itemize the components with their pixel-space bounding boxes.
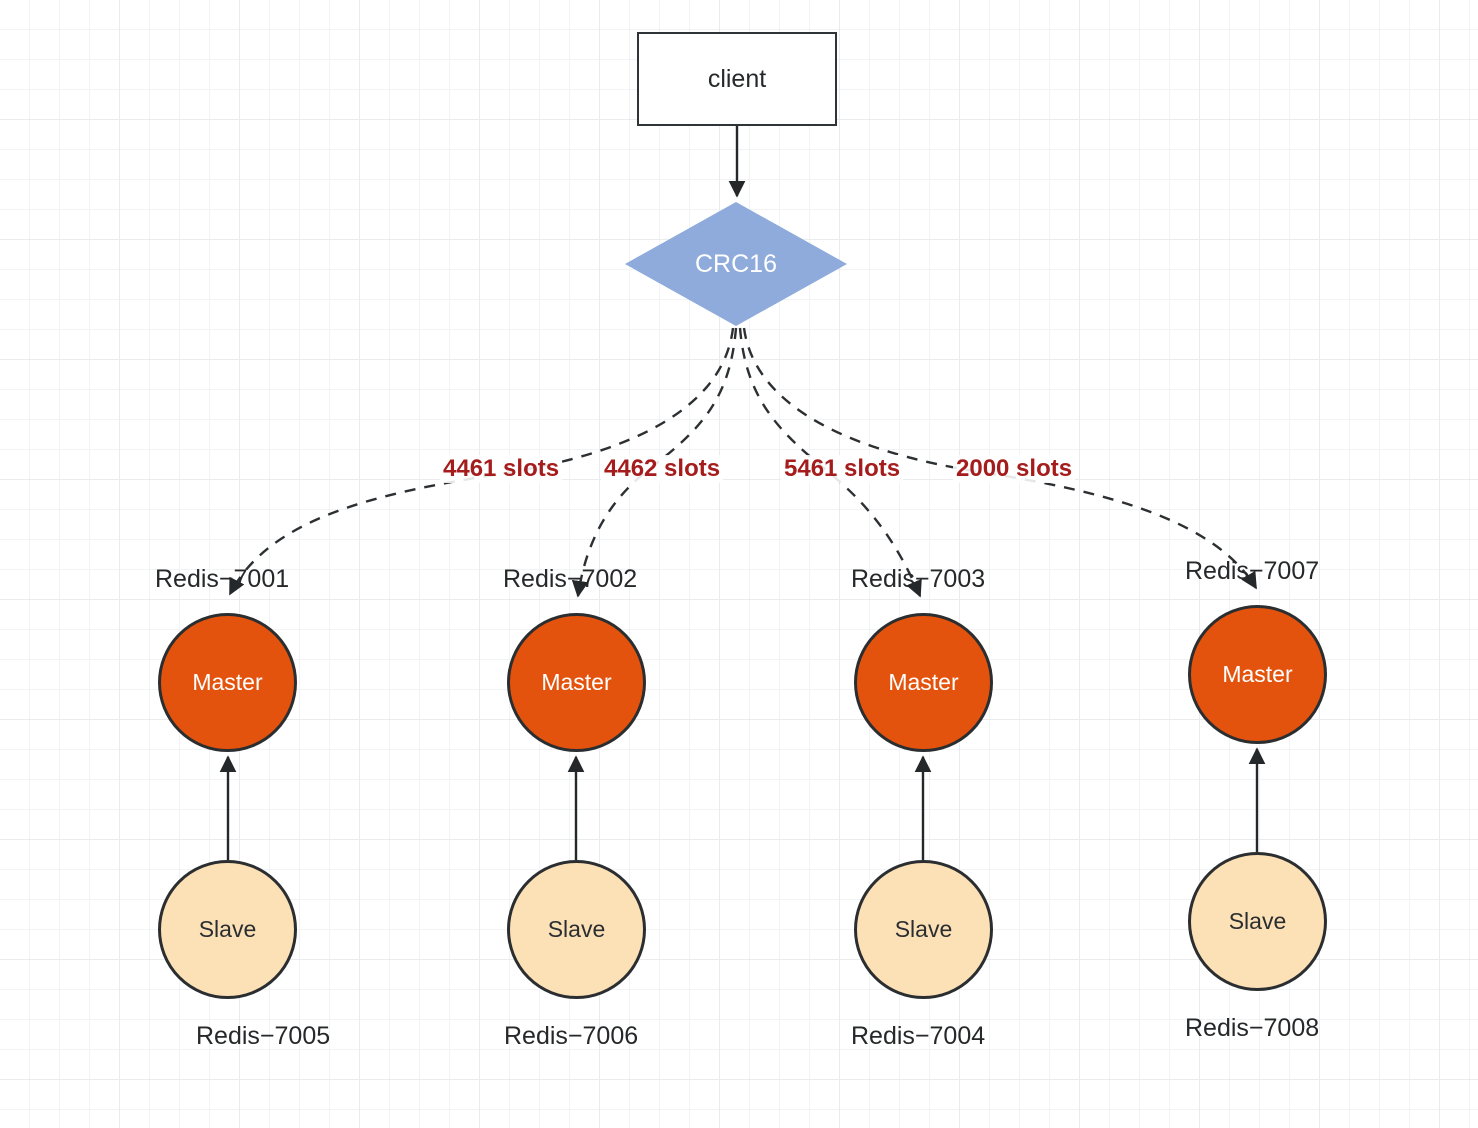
slave-node-label: Slave [547, 916, 606, 942]
client-label: client [707, 64, 767, 93]
master-caption-4: Redis−7007 [1185, 557, 1320, 585]
master-node-label: Master [192, 669, 263, 695]
slave-node-label: Slave [198, 916, 257, 942]
slave-node-2[interactable]: Slave [507, 860, 646, 999]
crc16-node[interactable]: CRC16 [625, 202, 847, 326]
slave-caption-4: Redis−7008 [1185, 1014, 1320, 1042]
slave-node-1[interactable]: Slave [158, 860, 297, 999]
slave-node-4[interactable]: Slave [1188, 852, 1327, 991]
slot-label-2: 4462 slots [601, 455, 724, 483]
client-node[interactable]: client [637, 32, 837, 126]
slave-caption-3: Redis−7004 [851, 1022, 986, 1050]
slot-label-3: 5461 slots [781, 455, 904, 483]
master-caption-3: Redis−7003 [851, 565, 986, 593]
slave-caption-1: Redis−7005 [196, 1022, 331, 1050]
crc16-label: CRC16 [695, 249, 777, 278]
master-node-label: Master [541, 669, 612, 695]
master-node-4[interactable]: Master [1188, 605, 1327, 744]
master-node-2[interactable]: Master [507, 613, 646, 752]
slot-label-1: 4461 slots [440, 455, 563, 483]
master-node-3[interactable]: Master [854, 613, 993, 752]
slot-label-4: 2000 slots [953, 455, 1076, 483]
slave-node-label: Slave [894, 916, 953, 942]
slave-node-label: Slave [1228, 908, 1287, 934]
master-node-1[interactable]: Master [158, 613, 297, 752]
master-node-label: Master [888, 669, 959, 695]
slave-caption-2: Redis−7006 [504, 1022, 639, 1050]
master-caption-2: Redis−7002 [503, 565, 638, 593]
master-node-label: Master [1222, 661, 1293, 687]
slave-node-3[interactable]: Slave [854, 860, 993, 999]
master-caption-1: Redis−7001 [155, 565, 290, 593]
